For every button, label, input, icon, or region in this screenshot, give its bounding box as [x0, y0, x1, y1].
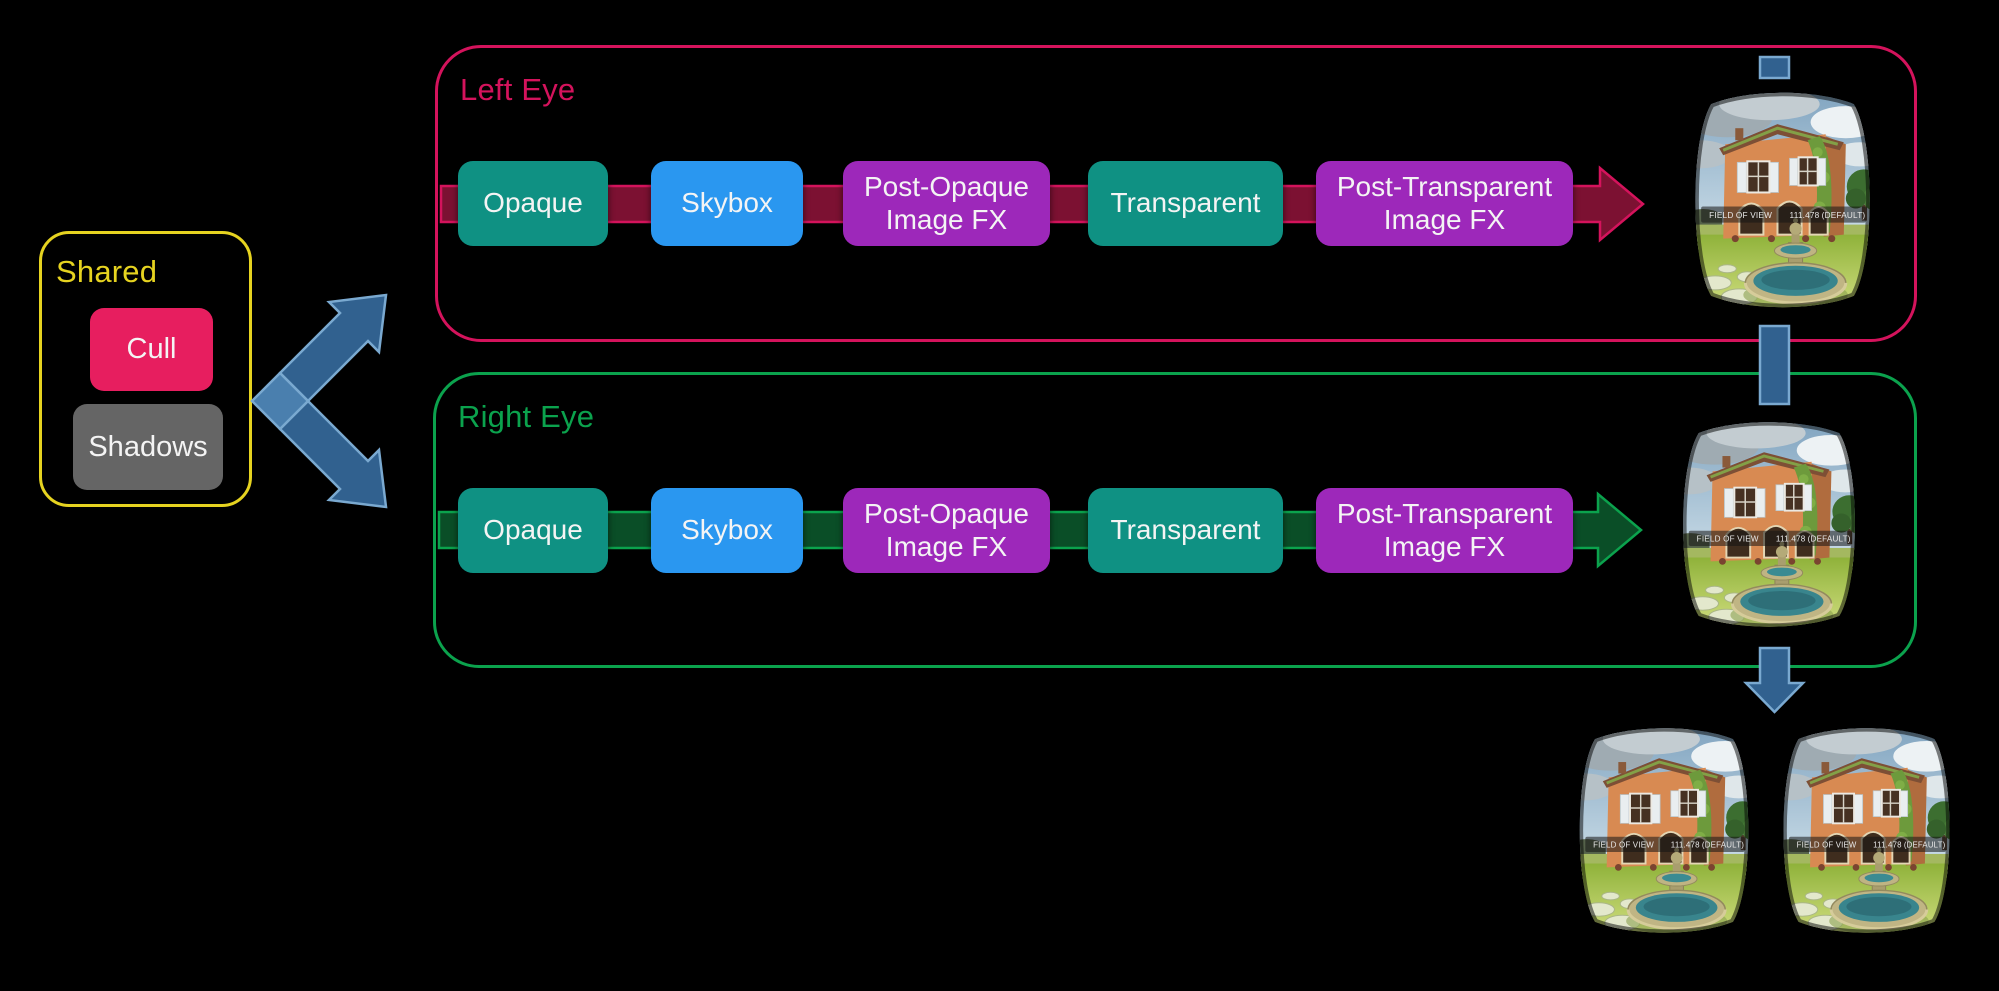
- left-eye-output-image: FIELD OF VIEW 111.478 (DEFAULT): [1677, 82, 1888, 318]
- stage-transparent: Transparent: [1088, 161, 1283, 246]
- eye-to-output-connector-arrow: [1743, 55, 1806, 714]
- stage-opaque: Opaque: [458, 161, 608, 246]
- svg-text:FIELD OF VIEW 111.47: FIELD OF VIEW 111.478 (DEFAULT): [1697, 535, 1851, 544]
- chimney: [1618, 762, 1627, 774]
- window-upper-right: [1670, 788, 1707, 818]
- cull-step: Cull: [90, 308, 213, 391]
- eye-render-image: FIELD OF VIEW 111.478 (DEFAULT): [1783, 728, 1950, 933]
- fov-label: FIELD OF VIEW: [1593, 841, 1654, 850]
- window-upper-right: [1789, 156, 1827, 187]
- connector-top-stub: [1758, 55, 1791, 80]
- svg-text:FIELD OF VIEW 111.47: FIELD OF VIEW 111.478 (DEFAULT): [1797, 841, 1946, 850]
- stage-post-transparent-fx: Post-Transparent Image FX: [1316, 161, 1573, 246]
- fov-value: 111.478: [1776, 535, 1806, 544]
- right-eye-pipeline-box: Right Eye Opaque Skybox Post-Opaque Imag…: [433, 372, 1917, 668]
- fov-label: FIELD OF VIEW: [1797, 841, 1857, 850]
- svg-text:FIELD OF VIEW 111.47: FIELD OF VIEW 111.478 (DEFAULT): [1593, 841, 1744, 850]
- planter-pots: [1614, 864, 1715, 871]
- house: [1719, 124, 1846, 243]
- split-arrow-lower-arm: [278, 399, 388, 509]
- eye-render-image: FIELD OF VIEW 111.478 (DEFAULT): [1695, 92, 1870, 308]
- window-upper-left: [1724, 486, 1766, 519]
- eye-render-image: FIELD OF VIEW 111.478 (DEFAULT): [1683, 422, 1855, 627]
- lens-vignette: [1683, 422, 1855, 627]
- connector-mid-segment: [1758, 324, 1791, 406]
- window-upper-left: [1736, 160, 1779, 194]
- fov-default: (DEFAULT): [1808, 535, 1851, 544]
- fov-value: 111.478: [1873, 841, 1902, 850]
- fov-value: 111.478: [1671, 841, 1700, 850]
- eye-render-image: FIELD OF VIEW 111.478 (DEFAULT): [1579, 728, 1749, 933]
- house: [1602, 758, 1726, 871]
- shared-split-arrow-icon: [250, 293, 388, 509]
- chimney: [1821, 762, 1830, 774]
- stage-transparent: Transparent: [1088, 488, 1283, 573]
- stage-skybox: Skybox: [651, 488, 803, 573]
- split-arrow-upper-arm: [278, 293, 388, 403]
- fov-label: FIELD OF VIEW: [1697, 535, 1759, 544]
- window-upper-left: [1823, 792, 1864, 825]
- fov-default: (DEFAULT): [1702, 841, 1744, 850]
- stereo-output-pair: FIELD OF VIEW 111.478 (DEFAULT): [1562, 718, 1967, 943]
- fov-default: (DEFAULT): [1822, 211, 1866, 220]
- shared-group-box: Shared Cull Shadows: [39, 231, 252, 507]
- right-eye-label: Right Eye: [458, 399, 595, 434]
- stage-skybox: Skybox: [651, 161, 803, 246]
- stage-opaque: Opaque: [458, 488, 608, 573]
- right-eye-output-image: FIELD OF VIEW 111.478 (DEFAULT): [1665, 412, 1873, 637]
- chimney: [1735, 128, 1744, 141]
- shadows-step: Shadows: [73, 404, 223, 490]
- svg-text:FIELD OF VIEW 111.47: FIELD OF VIEW 111.478 (DEFAULT): [1709, 211, 1865, 220]
- fov-overlay: FIELD OF VIEW 111.478 (DEFAULT): [1701, 206, 1866, 223]
- shared-group-label: Shared: [56, 254, 158, 289]
- house: [1806, 758, 1927, 871]
- chimney: [1722, 456, 1731, 468]
- fov-value: 111.478: [1790, 211, 1820, 220]
- stereo-output-right-image: FIELD OF VIEW 111.478 (DEFAULT): [1766, 718, 1967, 943]
- stage-post-opaque-fx: Post-Opaque Image FX: [843, 161, 1050, 246]
- planter-pots: [1731, 235, 1836, 243]
- fov-overlay: FIELD OF VIEW 111.478 (DEFAULT): [1688, 530, 1852, 547]
- fov-default: (DEFAULT): [1904, 841, 1946, 850]
- fov-overlay: FIELD OF VIEW 111.478 (DEFAULT): [1788, 836, 1946, 853]
- left-eye-label: Left Eye: [460, 72, 576, 107]
- fov-label: FIELD OF VIEW: [1709, 211, 1772, 220]
- window-upper-right: [1775, 482, 1812, 512]
- stereo-output-left-image: FIELD OF VIEW 111.478 (DEFAULT): [1562, 718, 1766, 943]
- window-upper-right: [1872, 788, 1909, 818]
- stage-post-transparent-fx: Post-Transparent Image FX: [1316, 488, 1573, 573]
- lens-vignette: [1695, 92, 1870, 308]
- connector-down-arrowhead: [1743, 646, 1806, 714]
- fov-overlay: FIELD OF VIEW 111.478 (DEFAULT): [1585, 836, 1745, 853]
- split-arrow-elbow: [250, 371, 310, 431]
- stage-post-opaque-fx: Post-Opaque Image FX: [843, 488, 1050, 573]
- planter-pots: [1718, 558, 1821, 565]
- fountain: [1626, 847, 1728, 933]
- planter-pots: [1818, 864, 1917, 871]
- left-eye-pipeline-box: Left Eye Opaque Skybox Post-Opaque Image…: [435, 45, 1917, 342]
- window-upper-left: [1619, 792, 1661, 825]
- house: [1706, 452, 1832, 565]
